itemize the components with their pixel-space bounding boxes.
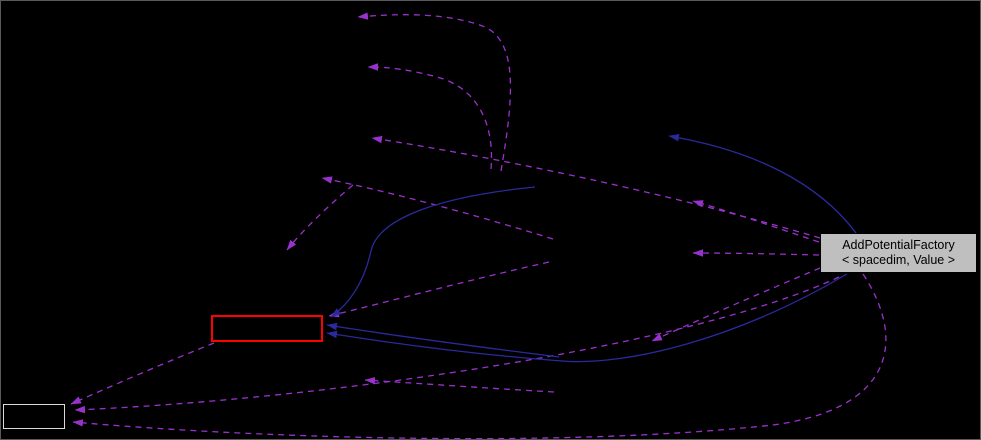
template-relation-edge-9 xyxy=(72,273,887,439)
node-label-line1: AddPotentialFactory xyxy=(842,238,955,252)
template-relation-edge-6 xyxy=(328,261,550,318)
graph-node-truncated-red[interactable] xyxy=(211,315,323,342)
template-relation-edge-12 xyxy=(692,249,820,257)
template-relation-edge-1 xyxy=(357,12,512,172)
inheritance-edge-3 xyxy=(326,322,560,358)
template-relation-edge-11 xyxy=(692,200,820,243)
inheritance-edge-4 xyxy=(326,273,848,363)
template-relation-edge-7 xyxy=(364,376,555,393)
template-relation-edge-5 xyxy=(286,184,354,251)
graph-node-plain-white[interactable] xyxy=(3,404,65,429)
inheritance-edge-1 xyxy=(668,134,857,234)
template-relation-edge-3 xyxy=(371,135,821,239)
inheritance-edge-2 xyxy=(330,186,536,318)
template-relation-edge-10 xyxy=(70,342,215,405)
template-relation-edge-13 xyxy=(651,267,821,342)
template-relation-edge-4 xyxy=(321,176,554,240)
template-relation-edge-8 xyxy=(74,276,840,414)
node-label-line2: < spacedim, Value > xyxy=(841,253,956,267)
graph-node-addpotentialfactory: AddPotentialFactory < spacedim, Value > xyxy=(820,233,977,273)
template-relation-edge-2 xyxy=(367,63,493,170)
